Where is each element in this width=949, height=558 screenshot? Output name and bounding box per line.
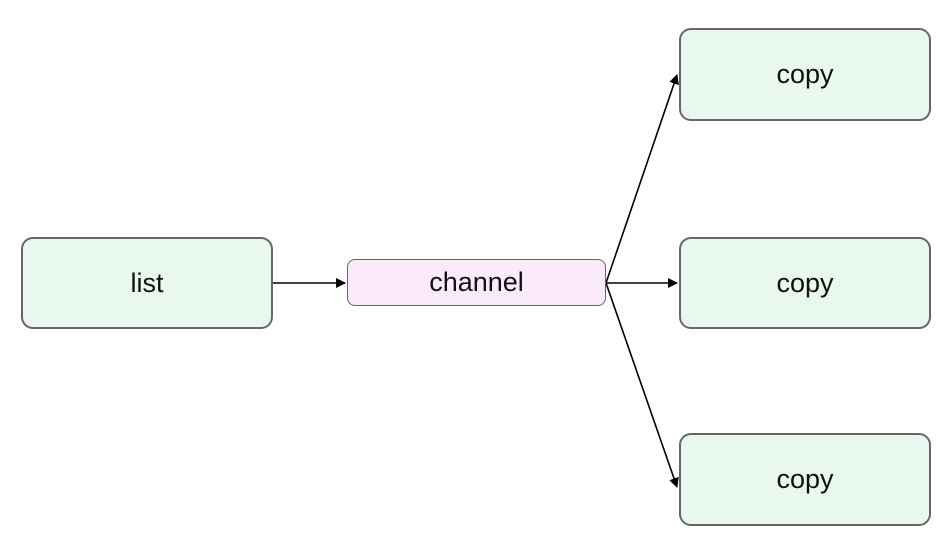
node-copy-1: copy <box>679 28 931 121</box>
node-label: channel <box>429 267 524 297</box>
node-label: copy <box>776 464 834 494</box>
node-copy-2: copy <box>679 237 931 329</box>
edge-channel-to-copy-1 <box>605 74 679 284</box>
node-copy-3: copy <box>679 433 931 526</box>
node-label: copy <box>776 59 834 89</box>
node-channel: channel <box>347 259 606 306</box>
edge-channel-to-copy-3 <box>605 282 679 488</box>
node-label: copy <box>776 267 834 298</box>
node-list: list <box>21 237 273 329</box>
node-label: list <box>130 267 164 298</box>
